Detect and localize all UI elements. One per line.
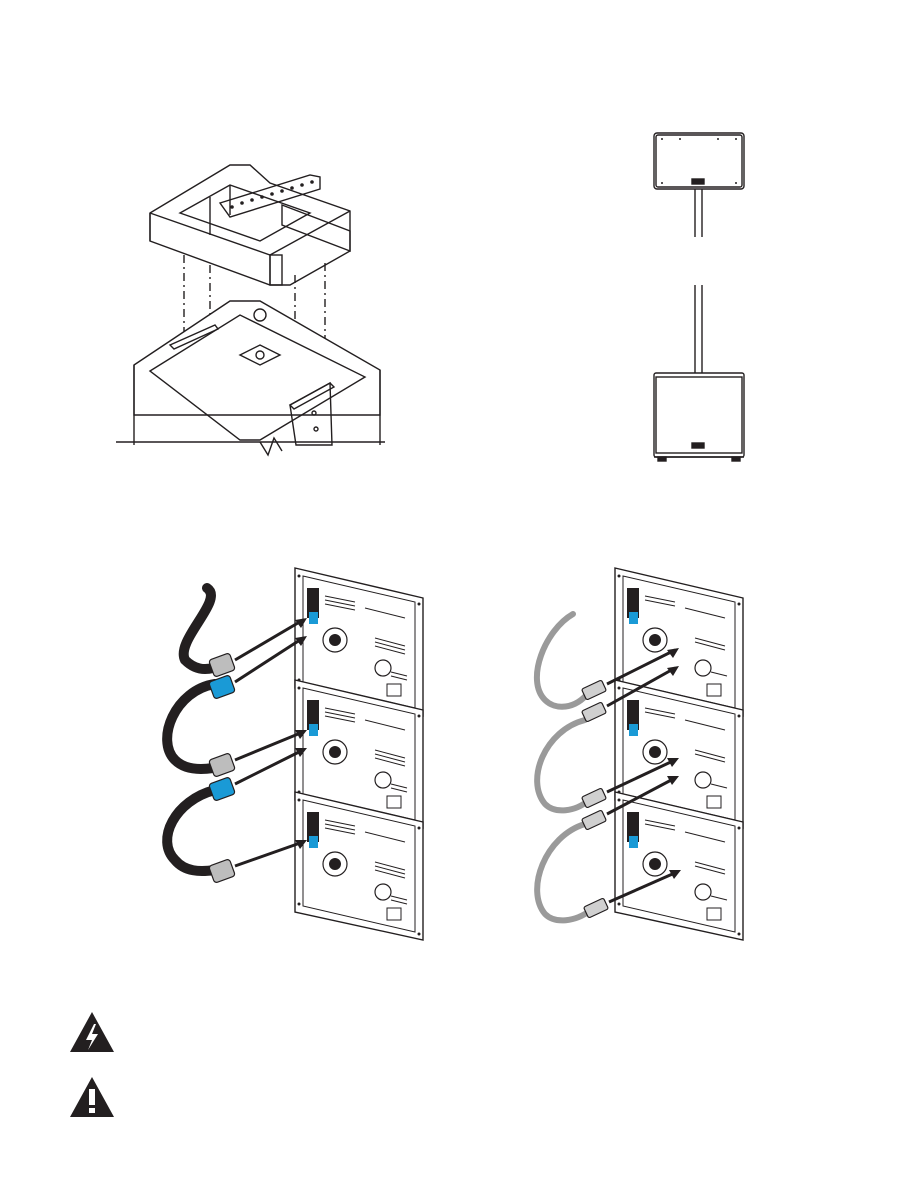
signal-chain-illustration: [525, 560, 755, 950]
caution-exclamation-icon: [68, 1075, 116, 1119]
pole-mount-illustration: [640, 125, 760, 470]
electric-shock-warning-icon: [68, 1010, 116, 1054]
power-chain-illustration: [155, 560, 445, 950]
figure-pole-mount: [640, 125, 760, 470]
rigging-frame-illustration: [110, 155, 400, 465]
figure-rigging-frame: [110, 155, 400, 465]
figure-power-chain: [155, 560, 445, 950]
figure-signal-chain: [525, 560, 755, 950]
